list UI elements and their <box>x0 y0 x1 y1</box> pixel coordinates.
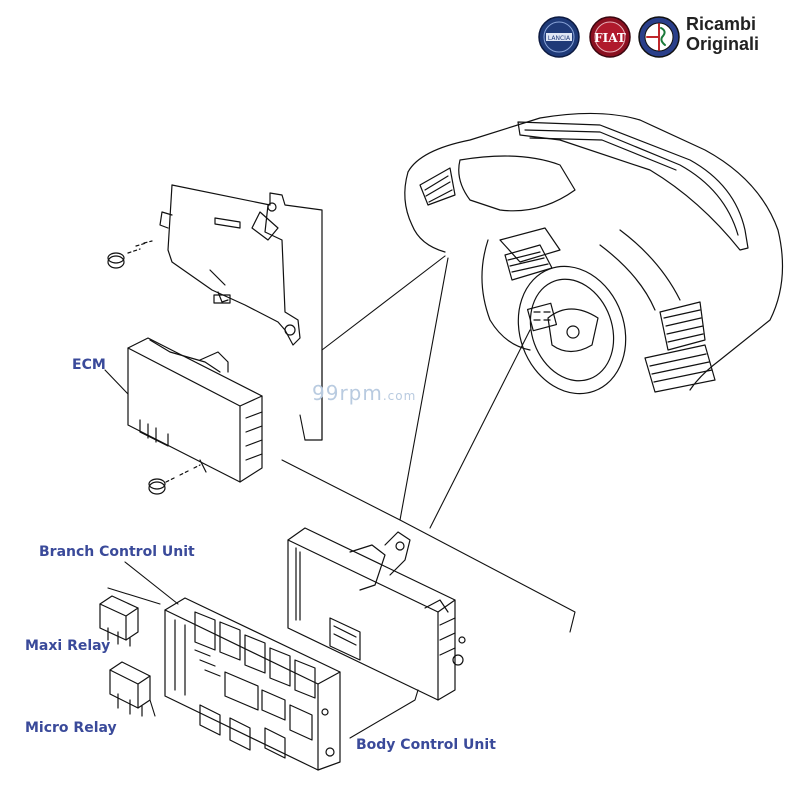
label-micro-relay: Micro Relay <box>25 720 117 736</box>
watermark-main: 99rpm <box>312 381 383 405</box>
lancia-logo: LANCIA <box>538 16 580 58</box>
ecm-bracket-drawing <box>107 184 323 441</box>
body-control-unit-drawing <box>287 527 466 701</box>
branch-control-unit-drawing <box>164 597 341 771</box>
label-ecm: ECM <box>72 357 106 373</box>
maxi-relay-drawing <box>99 595 139 647</box>
micro-relay-drawing <box>109 661 151 717</box>
watermark-suffix: .com <box>382 389 417 403</box>
brand-line-2: Originali <box>686 34 760 54</box>
fiat-logo: FIAT <box>589 16 631 58</box>
brand-line-1: Ricambi <box>686 14 757 34</box>
svg-text:FIAT: FIAT <box>594 31 626 45</box>
watermark: 99rpm.com <box>312 381 416 405</box>
dashboard-drawing <box>404 112 784 395</box>
leader-lines <box>104 255 576 739</box>
ecm-unit-drawing <box>127 337 263 495</box>
alfa-romeo-logo <box>638 16 680 58</box>
svg-text:LANCIA: LANCIA <box>548 35 571 42</box>
label-body-control-unit: Body Control Unit <box>356 737 496 753</box>
label-maxi-relay: Maxi Relay <box>25 638 111 654</box>
label-branch-control-unit: Branch Control Unit <box>39 544 195 560</box>
